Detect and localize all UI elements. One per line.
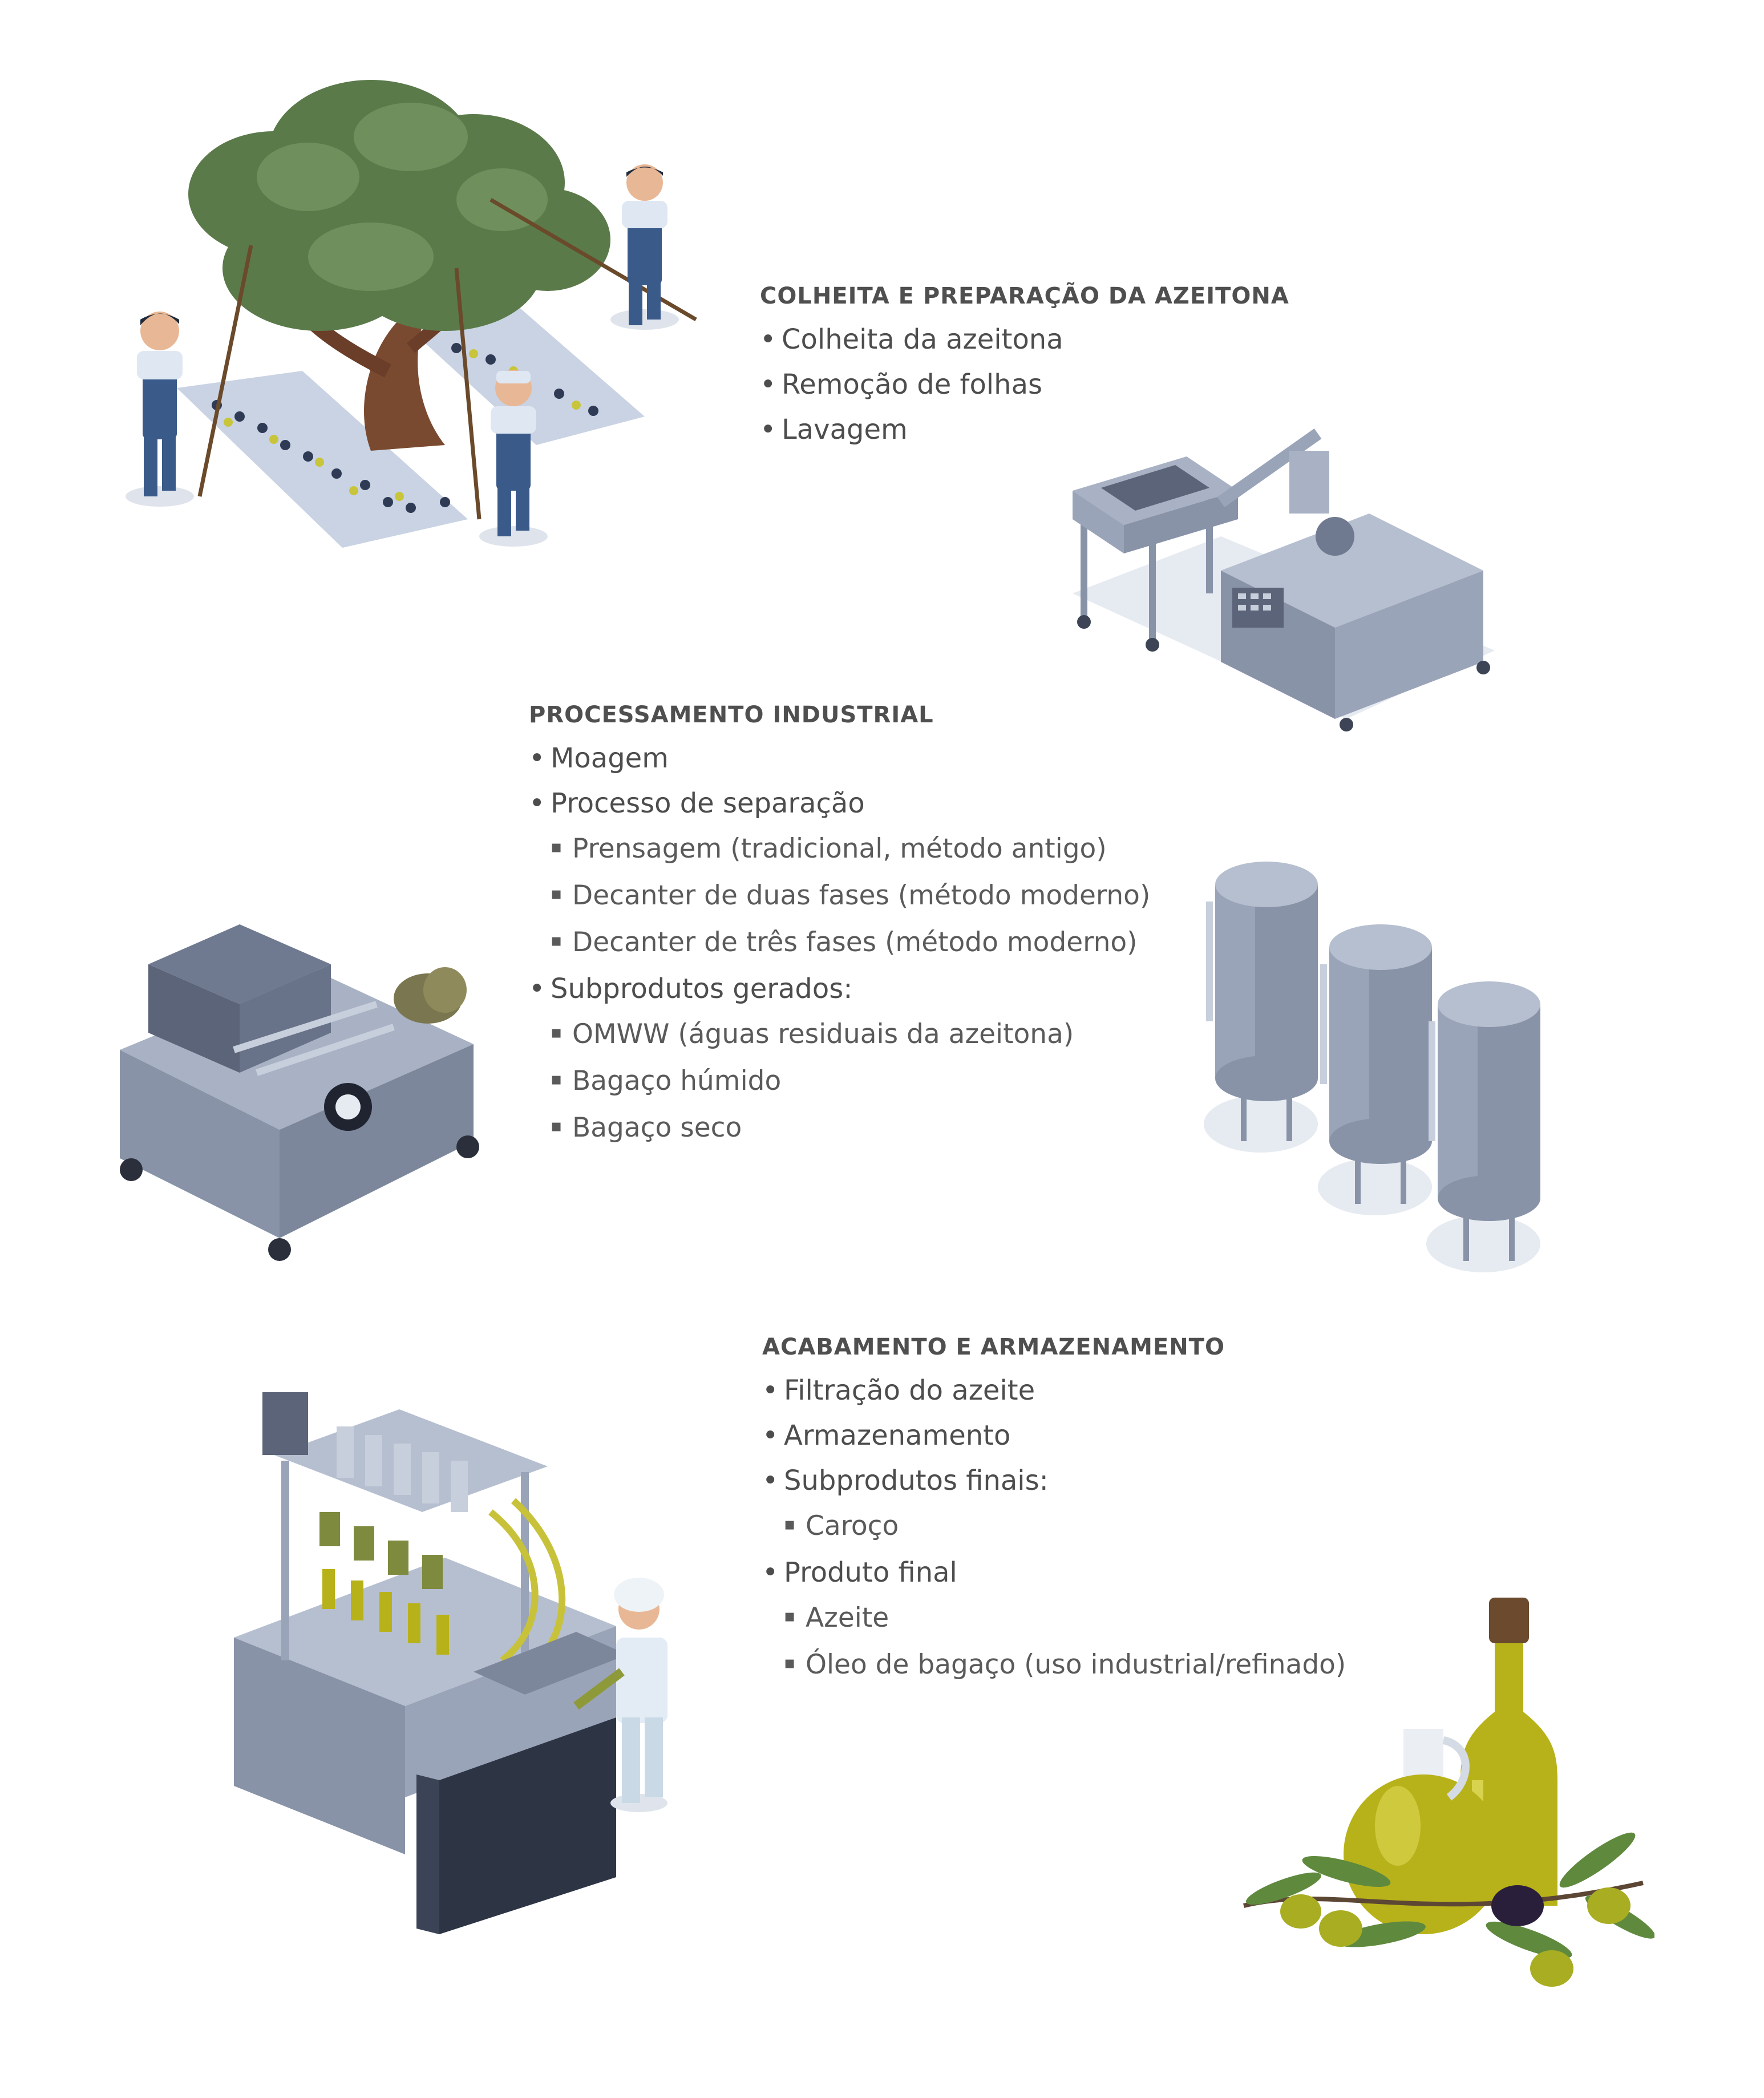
item-label: Processo de separação — [551, 787, 865, 819]
sub-bullet: ▪ — [784, 1653, 796, 1673]
list-item: •Lavagem — [760, 407, 1289, 452]
sub-bullet: ▪ — [551, 1022, 563, 1042]
section-processing: PROCESSAMENTO INDUSTRIAL •Moagem •Proces… — [529, 702, 1150, 1152]
washing-machine-illustration — [1073, 429, 1495, 731]
sub-item-label: Bagaço húmido — [572, 1065, 782, 1097]
item-list: •Moagem •Processo de separação ▪Prensage… — [529, 736, 1150, 1152]
bullet: • — [762, 1465, 779, 1497]
sub-item: ▪ Bagaço húmido — [551, 1058, 1150, 1105]
bullet: • — [529, 787, 545, 819]
list-item: •Armazenamento — [762, 1413, 1346, 1458]
storage-tanks-illustration — [1204, 862, 1540, 1272]
section-title: COLHEITA E PREPARAÇÃO DA AZEITONA — [760, 283, 1289, 309]
sub-bullet: ▪ — [551, 1069, 563, 1089]
sub-item-label: Azeite — [806, 1602, 889, 1634]
sub-bullet: ▪ — [551, 837, 563, 857]
list-item: •Produto final ▪ Azeite ▪ Óleo de bagaço (… — [762, 1550, 1346, 1689]
sub-list: ▪ OMWW (águas residuais da azeitona) ▪ Bag… — [529, 1012, 1150, 1152]
press-machine-illustration — [120, 924, 479, 1261]
list-item: •Remoção de folhas — [760, 362, 1289, 407]
olive-harvest-illustration — [126, 80, 697, 548]
sub-list: ▪ Azeite ▪ Óleo de bagaço (uso industrial/… — [762, 1595, 1346, 1689]
list-item: •Colheita da azeitona — [760, 317, 1289, 362]
sub-bullet: ▪ — [784, 1606, 796, 1626]
bullet: • — [529, 742, 545, 774]
bullet: • — [762, 1375, 779, 1406]
item-label: Armazenamento — [784, 1420, 1011, 1452]
sub-item: ▪ Decanter de três fases (método moderno) — [551, 920, 1150, 967]
sub-item-label: Caroço — [806, 1510, 899, 1542]
bullet: • — [760, 324, 776, 355]
item-label: Colheita da azeitona — [782, 324, 1063, 355]
list-item: •Processo de separação ▪ Prensagem (tradi… — [529, 781, 1150, 967]
sub-item: ▪ Bagaço seco — [551, 1105, 1150, 1152]
sub-bullet: ▪ — [784, 1514, 796, 1534]
sub-item-label: Decanter de três fases (método moderno) — [572, 927, 1138, 958]
bullet: • — [529, 973, 545, 1005]
section-finishing: ACABAMENTO E ARMAZENAMENTO •Filtração do… — [762, 1334, 1346, 1689]
sub-item-label: Óleo de bagaço (uso industrial/refinado) — [806, 1649, 1346, 1680]
list-item: •Subprodutos finais: ▪ Caroço — [762, 1458, 1346, 1550]
sub-bullet: ▪ — [551, 884, 563, 904]
sub-item: ▪ OMWW (águas residuais da azeitona) — [551, 1012, 1150, 1058]
sub-list: ▪ Caroço — [762, 1503, 1346, 1550]
item-label: Lavagem — [782, 414, 908, 446]
sub-bullet: ▪ — [551, 931, 563, 951]
sub-item: ▪ Azeite — [784, 1595, 1346, 1642]
item-label: Filtração do azeite — [784, 1375, 1035, 1406]
sub-item: ▪ Caroço — [784, 1503, 1346, 1550]
list-item: •Subprodutos gerados: ▪ OMWW (águas resid… — [529, 967, 1150, 1152]
item-label: Subprodutos finais: — [784, 1465, 1049, 1497]
sub-item-label: Bagaço seco — [572, 1112, 742, 1143]
section-harvest: COLHEITA E PREPARAÇÃO DA AZEITONA •Colhe… — [760, 283, 1289, 452]
item-label: Produto final — [784, 1557, 957, 1588]
item-list: •Colheita da azeitona •Remoção de folhas… — [760, 317, 1289, 452]
bullet: • — [760, 414, 776, 446]
sub-list: ▪Prensagem (tradicional, método antigo) … — [529, 826, 1150, 967]
sub-item: ▪ Prensagem (tradicional, método antigo) — [551, 826, 1150, 873]
section-title: ACABAMENTO E ARMAZENAMENTO — [762, 1334, 1225, 1360]
sub-item-label: OMWW (águas residuais da azeitona) — [572, 1018, 1074, 1050]
sub-item-label: Decanter de duas fases (método moderno) — [572, 880, 1151, 911]
list-item: •Moagem — [529, 736, 1150, 781]
bullet: • — [762, 1420, 779, 1452]
olive-oil-bottles-illustration — [1243, 1598, 1654, 1987]
bullet: • — [760, 369, 776, 401]
list-item: •Filtração do azeite — [762, 1368, 1346, 1413]
bottling-line-illustration — [234, 1392, 667, 1934]
item-label: Moagem — [551, 742, 669, 774]
sub-item: ▪ Decanter de duas fases (método moderno) — [551, 873, 1150, 920]
section-title: PROCESSAMENTO INDUSTRIAL — [529, 702, 934, 728]
sub-item-label: Prensagem (tradicional, método antigo) — [572, 833, 1107, 864]
item-list: •Filtração do azeite •Armazenamento •Sub… — [762, 1368, 1346, 1689]
item-label: Subprodutos gerados: — [551, 973, 853, 1005]
sub-bullet: ▪ — [551, 1116, 563, 1136]
bullet: • — [762, 1557, 779, 1588]
item-label: Remoção de folhas — [782, 369, 1042, 401]
sub-item: ▪ Óleo de bagaço (uso industrial/refinado… — [784, 1642, 1346, 1689]
